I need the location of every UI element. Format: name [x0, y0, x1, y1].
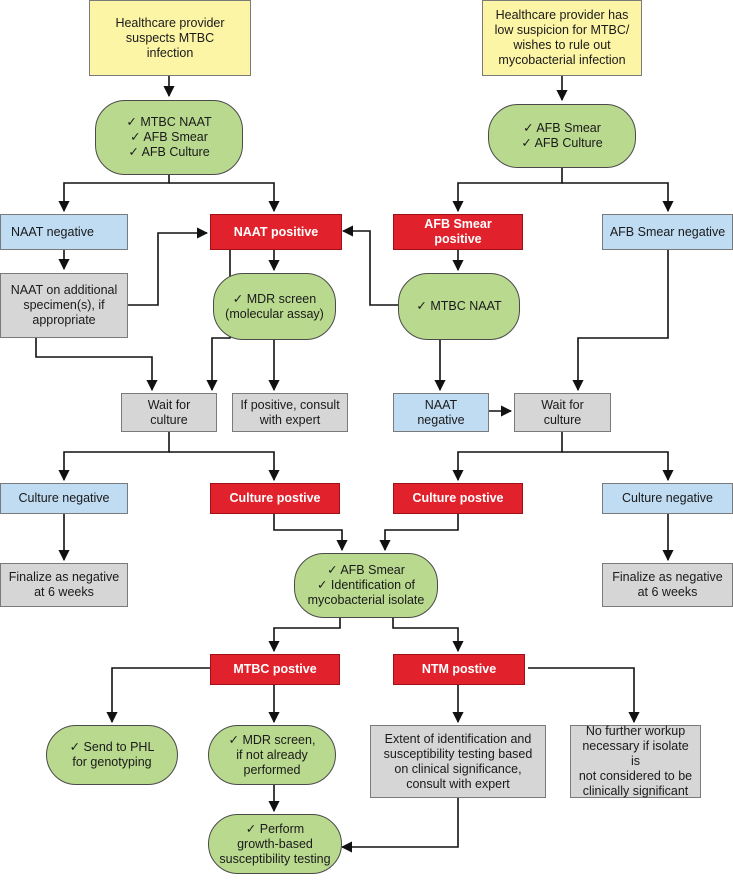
perform-growth-testing-box: ✓ Perform growth-based susceptibility te…: [208, 814, 342, 874]
no-further-workup-box: No further workup necessary if isolate i…: [570, 724, 701, 798]
arrow: [528, 667, 640, 724]
arrow: [35, 338, 158, 392]
naat-positive-box: NAAT positive: [210, 214, 342, 250]
mdr-screen-molecular-box: ✓ MDR screen (molecular assay): [213, 273, 336, 340]
arrow: [169, 182, 280, 213]
mtbc-naat-box: ✓ MTBC NAAT: [398, 273, 520, 340]
culture-positive-left-box: Culture postive: [210, 483, 340, 514]
wait-for-culture-right-box: Wait for culture: [514, 393, 611, 432]
naat-additional-box: NAAT on additional specimen(s), if appro…: [0, 273, 128, 338]
provider-low-suspicion-box: Healthcare provider has low suspicion fo…: [482, 0, 642, 76]
arrow: [58, 432, 170, 482]
arrow: [562, 451, 674, 482]
arrow: [169, 451, 280, 482]
arrow: [562, 182, 674, 213]
finalize-negative-right-box: Finalize as negative at 6 weeks: [602, 563, 733, 607]
afb-smear-negative-box: AFB Smear negative: [602, 214, 733, 250]
provider-suspects-box: Healthcare provider suspects MTBC infect…: [89, 0, 251, 76]
arrow: [379, 514, 459, 552]
culture-negative-left-box: Culture negative: [0, 483, 128, 514]
tests-right-box: ✓ AFB Smear ✓ AFB Culture: [488, 104, 636, 168]
culture-positive-right-box: Culture postive: [393, 483, 523, 514]
arrow: [268, 618, 341, 653]
naat-negative-right-box: NAAT negative: [393, 393, 489, 432]
arrow: [452, 432, 563, 482]
arrow: [341, 225, 398, 306]
finalize-negative-left-box: Finalize as negative at 6 weeks: [0, 563, 128, 607]
arrow: [392, 618, 464, 653]
afb-smear-positive-box: AFB Smear positive: [393, 214, 523, 250]
arrow: [452, 168, 563, 213]
afb-identification-box: ✓ AFB Smear ✓ Identification of mycobact…: [294, 553, 438, 618]
arrow: [340, 798, 459, 853]
mtbc-positive-box: MTBC postive: [210, 654, 340, 685]
arrow: [273, 514, 348, 552]
arrow: [128, 227, 209, 306]
naat-negative-box: NAAT negative: [0, 214, 128, 250]
arrow: [58, 175, 170, 213]
tests-left-box: ✓ MTBC NAAT ✓ AFB Smear ✓ AFB Culture: [95, 100, 243, 175]
ntm-positive-box: NTM postive: [393, 654, 525, 685]
arrow: [572, 250, 669, 392]
arrow: [106, 667, 210, 724]
mdr-screen-not-performed-box: ✓ MDR screen, if not already performed: [208, 725, 336, 785]
wait-for-culture-left-box: Wait for culture: [121, 393, 217, 432]
extent-identification-box: Extent of identification and susceptibil…: [370, 725, 546, 798]
send-to-phl-box: ✓ Send to PHL for genotyping: [46, 725, 178, 785]
culture-negative-right-box: Culture negative: [602, 483, 733, 514]
if-positive-consult-box: If positive, consult with expert: [232, 393, 348, 432]
